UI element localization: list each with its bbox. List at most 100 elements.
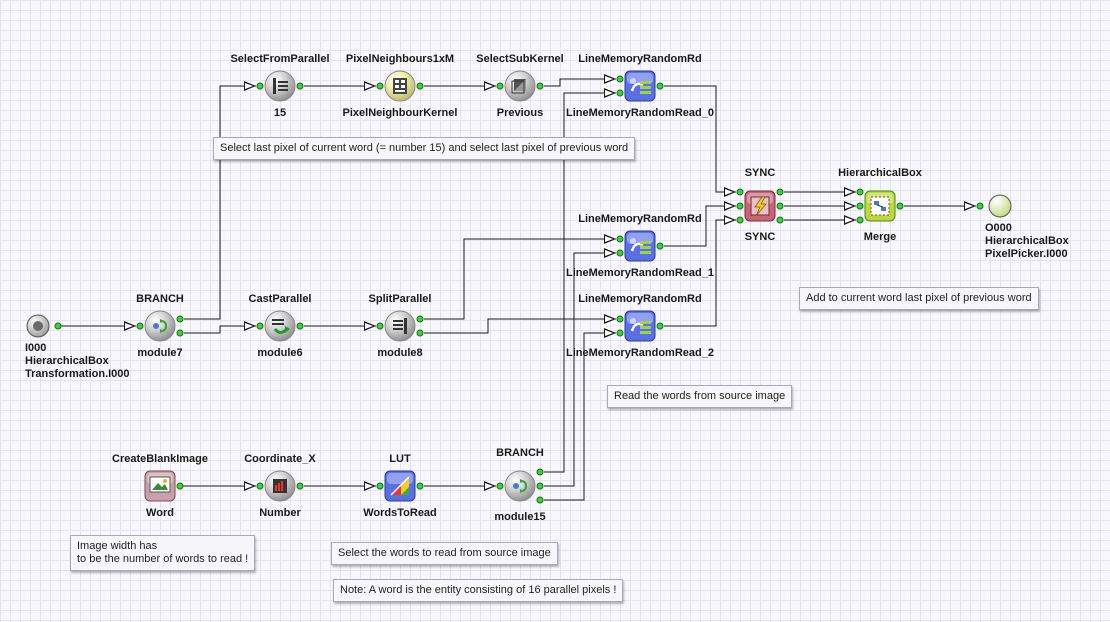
arrow-icon: [604, 314, 616, 324]
arrow-icon: [244, 321, 256, 331]
output-port-dot[interactable]: [536, 82, 544, 90]
input-port-dot[interactable]: [736, 216, 744, 224]
arrow-icon: [244, 81, 256, 91]
node-split-parallel[interactable]: [383, 309, 417, 343]
node-sublabel-split-parallel: module8: [377, 347, 423, 359]
arrow-icon: [484, 481, 496, 491]
wire: [544, 92, 616, 473]
input-port-dot[interactable]: [616, 329, 624, 337]
input-port-dot[interactable]: [856, 202, 864, 210]
input-port-dot[interactable]: [736, 202, 744, 210]
input-port-dot[interactable]: [976, 202, 984, 210]
input-port-dot[interactable]: [856, 216, 864, 224]
arrow-icon: [604, 328, 616, 338]
wire: [544, 78, 616, 87]
split-parallel-icon: [384, 310, 416, 342]
node-output-port[interactable]: [983, 189, 1017, 223]
arrow-icon: [364, 481, 376, 491]
wire: [184, 85, 256, 320]
input-port-dot[interactable]: [256, 322, 264, 330]
node-sublabel-select-sub-kernel: Previous: [496, 107, 544, 119]
input-port-dot[interactable]: [616, 89, 624, 97]
input-port-dot[interactable]: [616, 249, 624, 257]
output-port-dot[interactable]: [896, 202, 904, 210]
output-port-dot[interactable]: [536, 496, 544, 504]
node-select-from-parallel[interactable]: [263, 69, 297, 103]
node-lut[interactable]: [383, 469, 417, 503]
output-port-dot[interactable]: [176, 482, 184, 490]
output-port-dot[interactable]: [416, 315, 424, 323]
output-port-dot[interactable]: [416, 482, 424, 490]
arrow-icon: [604, 234, 616, 244]
node-cast-parallel[interactable]: [263, 309, 297, 343]
input-port-dot[interactable]: [496, 82, 504, 90]
input-port-dot[interactable]: [496, 482, 504, 490]
node-label-lmrr0: LineMemoryRandomRd: [578, 53, 702, 65]
input-port-dot[interactable]: [136, 322, 144, 330]
output-port-dot[interactable]: [176, 329, 184, 337]
wire: [424, 318, 616, 334]
input-port-dot[interactable]: [616, 315, 624, 323]
output-port-dot[interactable]: [656, 242, 664, 250]
node-lmrr2[interactable]: [623, 309, 657, 343]
output-port-dot[interactable]: [776, 216, 784, 224]
output-port-label: O000 HierarchicalBox PixelPicker.I000: [985, 222, 1069, 260]
note-add-to-current[interactable]: Add to current word last pixel of previo…: [799, 287, 1039, 310]
output-port-dot[interactable]: [416, 82, 424, 90]
node-sublabel-branch2: module15: [494, 511, 546, 523]
input-port-dot[interactable]: [376, 322, 384, 330]
input-port-dot[interactable]: [856, 188, 864, 196]
output-port-dot[interactable]: [296, 482, 304, 490]
output-port-dot[interactable]: [296, 322, 304, 330]
arrow-icon: [244, 481, 256, 491]
note-image-width[interactable]: Image width has to be the number of word…: [70, 535, 256, 571]
output-port-dot[interactable]: [536, 482, 544, 490]
hierarchical-box-icon: [864, 190, 896, 222]
output-port-dot[interactable]: [656, 82, 664, 90]
arrow-icon: [724, 201, 736, 211]
note-read-words[interactable]: Read the words from source image: [607, 385, 793, 408]
node-create-blank[interactable]: [143, 469, 177, 503]
input-port-dot[interactable]: [376, 82, 384, 90]
node-coordinate-x[interactable]: [263, 469, 297, 503]
node-label-select-sub-kernel: SelectSubKernel: [476, 53, 564, 65]
note-word-entity[interactable]: Note: A word is the entity consisting of…: [333, 579, 624, 602]
input-port-dot[interactable]: [736, 188, 744, 196]
node-pixel-neighbours[interactable]: [383, 69, 417, 103]
node-lmrr1[interactable]: [623, 229, 657, 263]
node-branch2[interactable]: [503, 469, 537, 503]
node-sync[interactable]: [743, 189, 777, 223]
node-branch1[interactable]: [143, 309, 177, 343]
node-select-sub-kernel[interactable]: [503, 69, 537, 103]
output-port-dot[interactable]: [776, 188, 784, 196]
note-select-last-pixel[interactable]: Select last pixel of current word (= num…: [213, 137, 636, 160]
line-memory-icon: [624, 310, 656, 342]
input-port-dot[interactable]: [376, 482, 384, 490]
input-port-dot[interactable]: [616, 235, 624, 243]
output-port-dot[interactable]: [536, 468, 544, 476]
note-select-words[interactable]: Select the words to read from source ima…: [331, 542, 558, 565]
input-port-dot[interactable]: [256, 82, 264, 90]
lut-icon: [384, 470, 416, 502]
input-port-dot[interactable]: [256, 482, 264, 490]
arrow-icon: [844, 201, 856, 211]
input-port-label: I000 HierarchicalBox Transformation.I000: [25, 342, 130, 380]
output-port-dot[interactable]: [176, 315, 184, 323]
output-port-dot[interactable]: [296, 82, 304, 90]
wire: [184, 325, 256, 334]
output-port-dot[interactable]: [776, 202, 784, 210]
output-port-dot[interactable]: [54, 322, 62, 330]
node-input-port[interactable]: [21, 309, 55, 343]
output-port-dot[interactable]: [416, 329, 424, 337]
node-hier-box[interactable]: [863, 189, 897, 223]
arrow-icon: [364, 81, 376, 91]
node-label-branch2: BRANCH: [496, 447, 544, 459]
output-port-dot[interactable]: [656, 322, 664, 330]
arrow-icon: [724, 187, 736, 197]
line-memory-icon: [624, 230, 656, 262]
node-sublabel-sync: SYNC: [744, 231, 776, 243]
node-lmrr0[interactable]: [623, 69, 657, 103]
node-sublabel-lmrr0: LineMemoryRandomRead_0: [566, 107, 714, 119]
input-port-dot[interactable]: [616, 75, 624, 83]
coordinate-x-icon: [264, 470, 296, 502]
